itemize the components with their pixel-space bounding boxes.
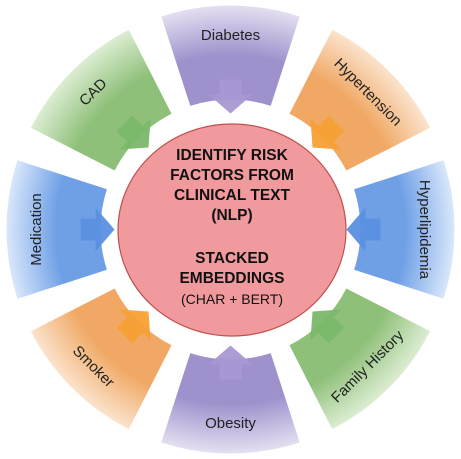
center-hub: IDENTIFY RISK FACTORS FROM CLINICAL TEXT… — [117, 123, 347, 337]
segment-label-diabetes: Diabetes — [201, 27, 260, 44]
center-title-line-3: CLINICAL TEXT — [174, 187, 290, 204]
segment-label-hyperlipidemia: Hyperlipidemia — [416, 180, 433, 280]
segment-hypertension — [289, 29, 431, 171]
segment-label-medication: Medication — [28, 193, 45, 266]
arrow-obesity — [208, 345, 253, 380]
segment-obesity — [161, 353, 300, 454]
arrow-smoker — [116, 309, 151, 344]
center-stack-line-1: STACKED — [195, 250, 269, 267]
arrow-hypertension — [310, 115, 345, 150]
segment-label-obesity: Obesity — [205, 415, 256, 432]
center-circle — [117, 123, 347, 337]
center-stack-line-2: EMBEDDINGS — [179, 270, 284, 287]
center-title-line-2: FACTORS FROM — [170, 167, 294, 184]
arrow-cad — [116, 115, 151, 150]
center-title-line-4: (NLP) — [211, 207, 252, 224]
segment-hyperlipidemia — [354, 160, 455, 299]
center-title-line-1: IDENTIFY RISK — [176, 147, 288, 164]
arrow-hyperlipidemia — [346, 207, 381, 252]
arrow-family-history — [310, 309, 345, 344]
segment-family-history — [289, 288, 431, 430]
arrow-medication — [80, 207, 115, 252]
segment-smoker — [30, 288, 172, 430]
center-note: (CHAR + BERT) — [181, 291, 283, 307]
segment-diabetes — [161, 5, 300, 106]
segment-cad — [30, 29, 172, 171]
segment-medication — [6, 160, 107, 299]
inward-arrows — [80, 79, 381, 380]
arrow-diabetes — [208, 79, 253, 114]
